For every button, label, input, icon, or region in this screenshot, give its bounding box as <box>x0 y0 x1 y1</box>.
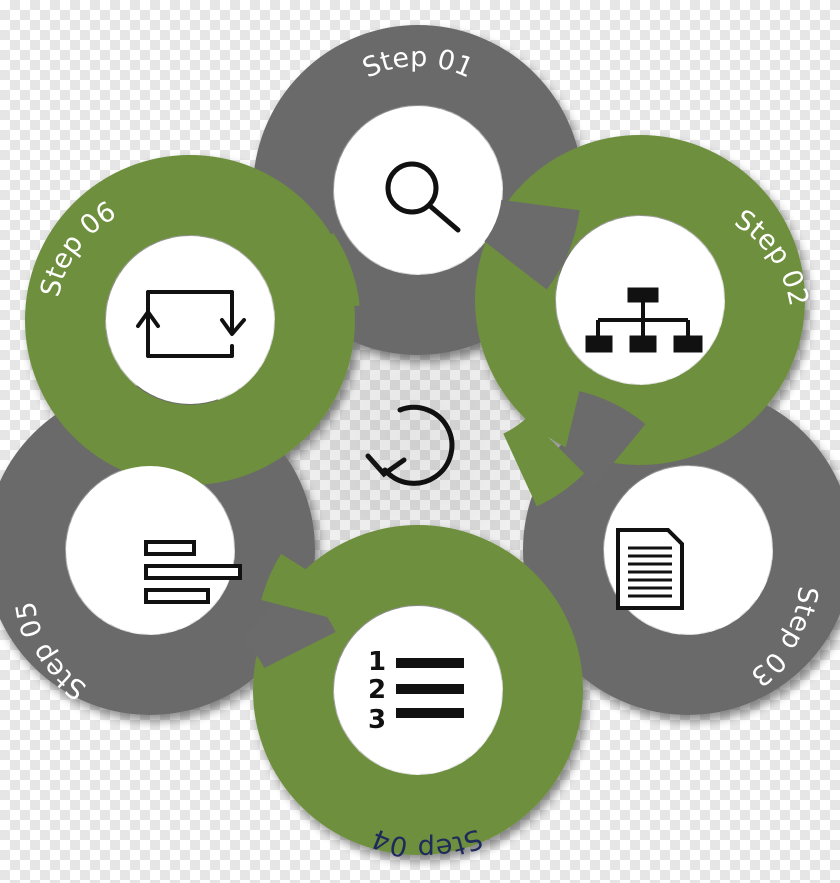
ring-step-1-overlap <box>482 198 580 290</box>
ring-step-3-overlap <box>559 391 646 487</box>
refresh-icon <box>365 404 455 486</box>
ring-step-4-overlap <box>261 553 350 622</box>
svg-text:2: 2 <box>368 675 386 705</box>
svg-text:1: 1 <box>368 647 386 677</box>
gantt-bars-icon <box>144 540 242 604</box>
numbered-list-icon: 1 2 3 <box>368 647 464 735</box>
ring-step-2-overlap <box>502 415 585 507</box>
ring-step-4 <box>253 525 583 855</box>
cycle-arrows-icon <box>136 290 246 358</box>
ring-step-5-overlap <box>241 579 336 670</box>
magnifier-icon <box>385 161 461 233</box>
ring-step-6-overlap <box>265 232 360 316</box>
ring-step-6 <box>25 155 355 485</box>
document-icon <box>616 528 684 610</box>
disc-step-1 <box>334 106 502 274</box>
svg-text:3: 3 <box>368 705 386 735</box>
org-chart-icon <box>585 287 703 353</box>
disc-step-6 <box>106 236 274 404</box>
